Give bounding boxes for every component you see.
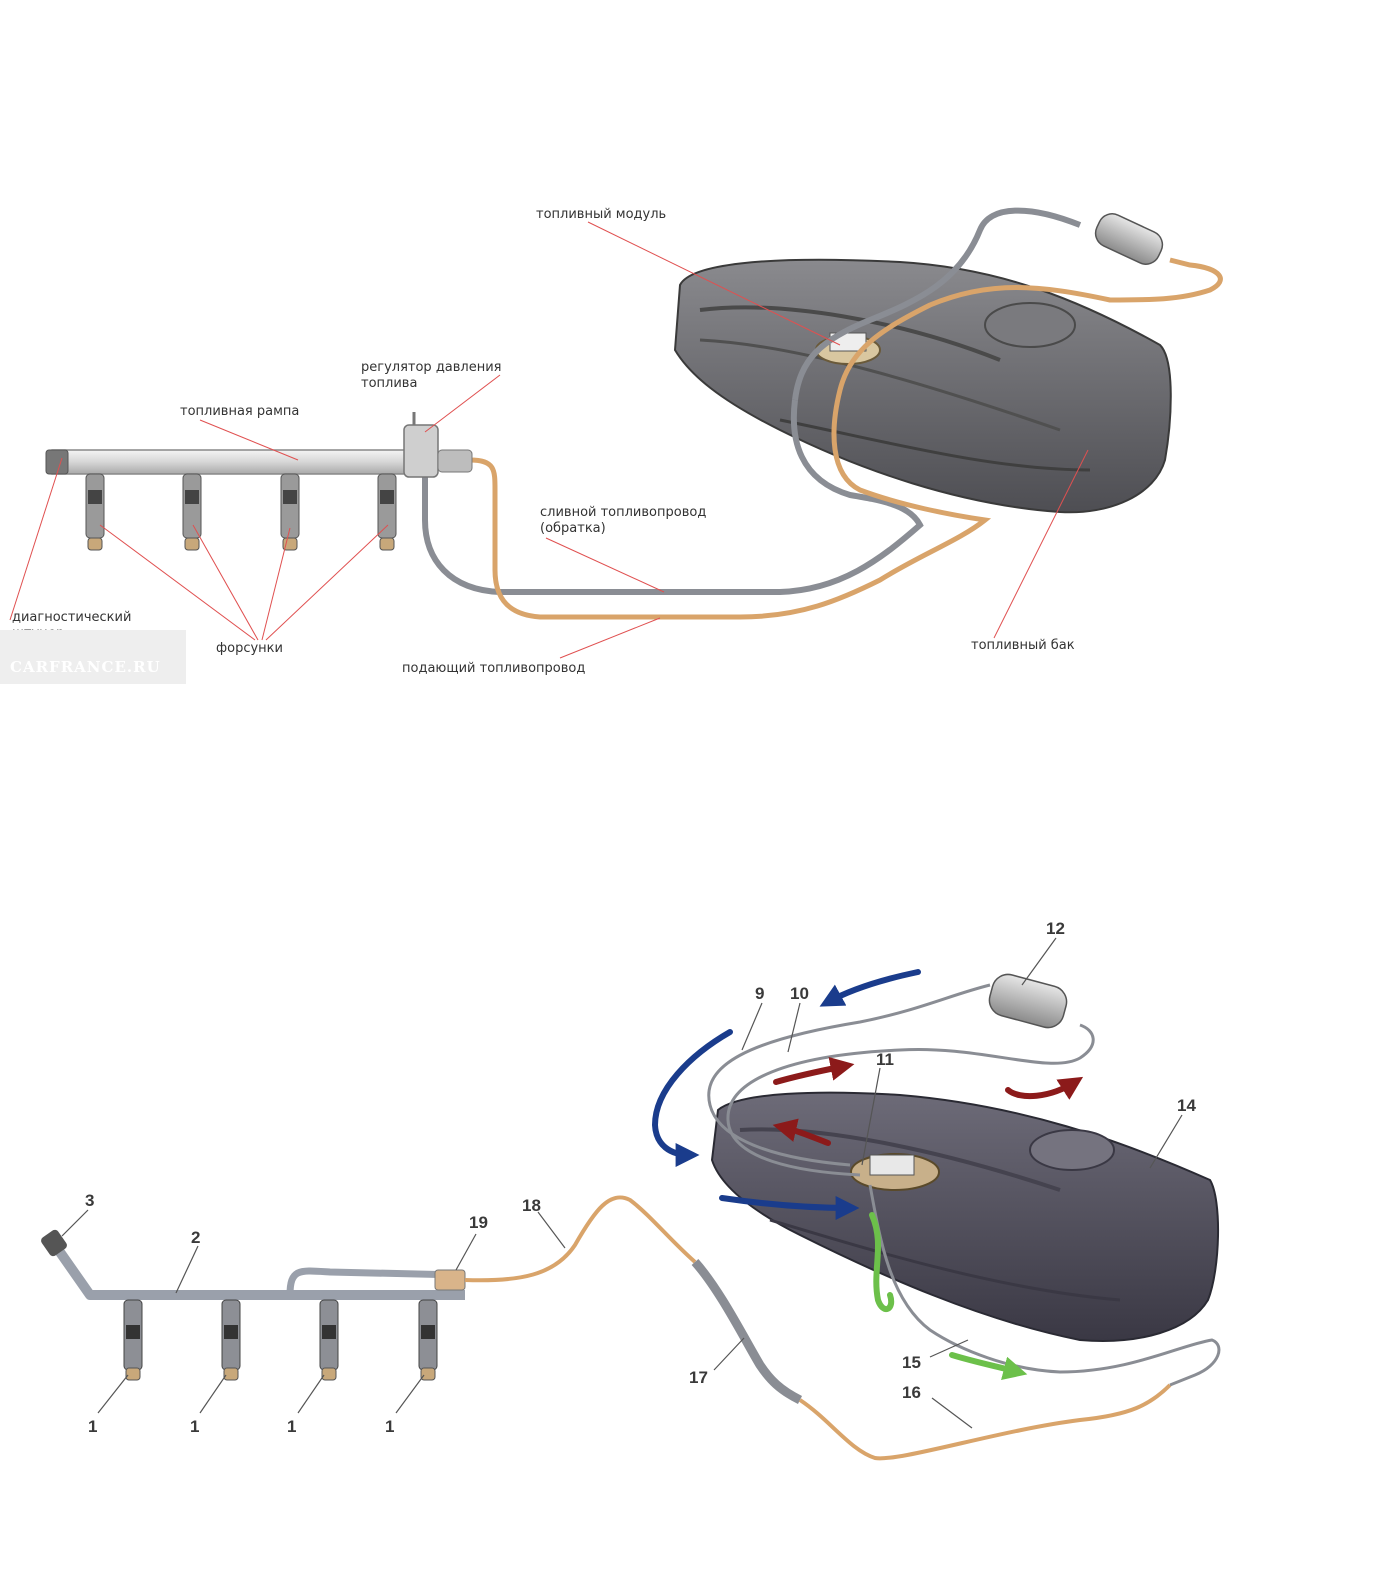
top-fuel-filter [1094, 213, 1164, 265]
line-9 [707, 983, 991, 1167]
label-diagnostic-1: диагностический [12, 610, 131, 625]
callout-injector: 1 [88, 1417, 97, 1436]
bottom-fuel-tank [710, 1091, 1219, 1342]
watermark: CARFRANCE.RU [0, 630, 186, 684]
blue-arrow [719, 1195, 860, 1220]
bottom-injector [319, 1299, 339, 1381]
label-pressure-regulator-2: топлива [361, 376, 417, 391]
callout-diag-fitting: 3 [85, 1191, 94, 1210]
svg-text:CARFRANCE.RU: CARFRANCE.RU [10, 658, 161, 676]
top-fuel-tank [673, 258, 1172, 514]
callout-line-10: 10 [790, 984, 809, 1003]
green-arrow [949, 1352, 1028, 1380]
callout-line-16: 16 [902, 1383, 921, 1402]
red-arrow [773, 1057, 855, 1085]
label-fuel-rail: топливная рампа [180, 404, 299, 419]
callout-module: 11 [876, 1050, 894, 1069]
callout-injector: 1 [287, 1417, 296, 1436]
callout-line-18: 18 [522, 1196, 541, 1215]
bottom-fuel-rail [41, 1229, 466, 1300]
callout-tank: 14 [1177, 1096, 1196, 1115]
green-arrow [869, 1212, 895, 1312]
line-15 [868, 1184, 1221, 1387]
callout-line-17: 17 [689, 1368, 708, 1387]
top-diagram: топливный модуль регулятор давления топл… [0, 207, 1223, 684]
top-injector [182, 473, 202, 551]
flow-arrows [651, 969, 1084, 1380]
top-return-pipe [422, 399, 924, 595]
top-return-pipe-upper [792, 207, 1082, 401]
label-return-line-1: сливной топливопровод [540, 505, 706, 520]
callout-injector: 1 [385, 1417, 394, 1436]
line-10 [726, 1023, 1095, 1177]
callout-injector: 1 [190, 1417, 199, 1436]
top-injector [85, 473, 105, 551]
label-injectors: форсунки [216, 641, 283, 656]
bottom-fuel-filter [988, 973, 1068, 1029]
bottom-injector [221, 1299, 241, 1381]
top-injectors [85, 473, 397, 551]
callout-rail: 2 [191, 1228, 200, 1247]
callout-regulator: 19 [469, 1213, 488, 1232]
top-injector [377, 473, 397, 551]
top-fuel-rail [45, 412, 473, 478]
top-leader-lines [9, 221, 1089, 659]
callout-filter: 12 [1046, 919, 1065, 938]
bottom-injector [418, 1299, 438, 1381]
bottom-leader-lines [61, 937, 1183, 1429]
label-fuel-tank: топливный бак [971, 638, 1075, 653]
line-18 [464, 1195, 697, 1283]
line-17 [691, 1259, 803, 1405]
top-supply-pipe [469, 257, 1223, 620]
blue-arrow [819, 969, 921, 1007]
bottom-injector [123, 1299, 143, 1381]
label-supply-line: подающий топливопровод [402, 661, 585, 676]
blue-arrow [651, 1029, 733, 1167]
label-fuel-module: топливный модуль [536, 207, 666, 222]
callout-line-15: 15 [902, 1353, 921, 1372]
bottom-diagram: 1 1 1 1 2 3 9 10 11 12 14 15 16 17 18 19 [41, 919, 1221, 1461]
bottom-injectors [123, 1299, 438, 1381]
label-pressure-regulator-1: регулятор давления [361, 360, 502, 375]
red-arrow [772, 1118, 831, 1146]
top-injector [280, 473, 300, 551]
label-return-line-2: (обратка) [540, 521, 606, 536]
red-arrow [1005, 1076, 1084, 1100]
line-16 [798, 1383, 1172, 1461]
callout-line-9: 9 [755, 984, 764, 1003]
